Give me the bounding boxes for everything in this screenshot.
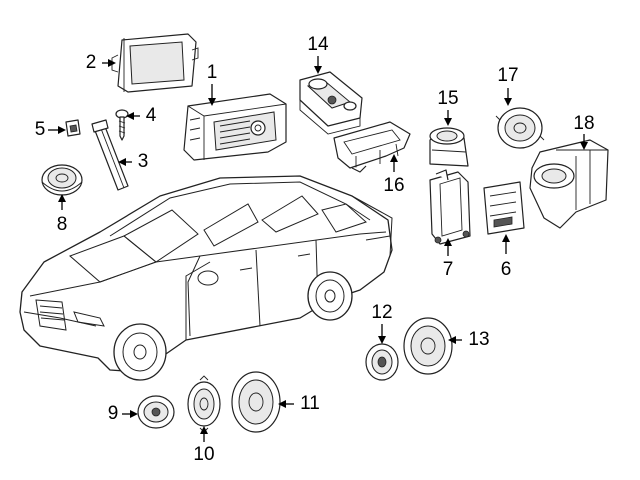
callout-12: 12 [371,302,392,323]
leader-lines [48,56,588,442]
callout-4: 4 [146,105,157,126]
callout-5: 5 [35,119,46,140]
part-5-clip [65,119,81,137]
part-14-control-unit [299,71,363,135]
callout-16: 16 [383,175,404,196]
part-3-antenna-module [91,119,129,191]
callout-14: 14 [307,34,329,55]
part-2-display-unit [111,33,199,93]
callout-18: 18 [573,113,594,134]
callout-9: 9 [108,403,119,424]
part-6-control-module [483,181,525,235]
car-sedan-illustration [19,175,393,381]
callout-2: 2 [86,52,97,73]
part-9-speaker [137,395,175,429]
part-15-speaker-housing [429,127,469,167]
callout-15: 15 [437,88,458,109]
callout-10: 10 [193,444,214,465]
part-10-tweeter [187,375,221,433]
part-13-speaker [403,317,453,375]
callout-3: 3 [138,151,149,172]
part-7-amplifier-bracket [429,169,471,245]
part-1-head-unit [183,93,287,161]
part-16-bracket [333,121,411,173]
part-8-speaker [41,164,83,196]
callout-13: 13 [468,329,489,350]
callout-1: 1 [207,62,218,83]
part-18-subwoofer-enclosure [529,139,609,229]
part-12-speaker [365,343,399,381]
part-4-screw [115,109,129,141]
callout-17: 17 [497,65,518,86]
callout-7: 7 [443,259,454,280]
callout-8: 8 [57,214,68,235]
part-17-tweeter [495,107,545,149]
callout-labels: 1 2 3 4 5 6 7 8 9 10 11 12 13 14 15 16 1… [35,34,595,465]
part-11-woofer [231,371,281,433]
callout-11: 11 [300,393,320,414]
callout-6: 6 [501,259,512,280]
